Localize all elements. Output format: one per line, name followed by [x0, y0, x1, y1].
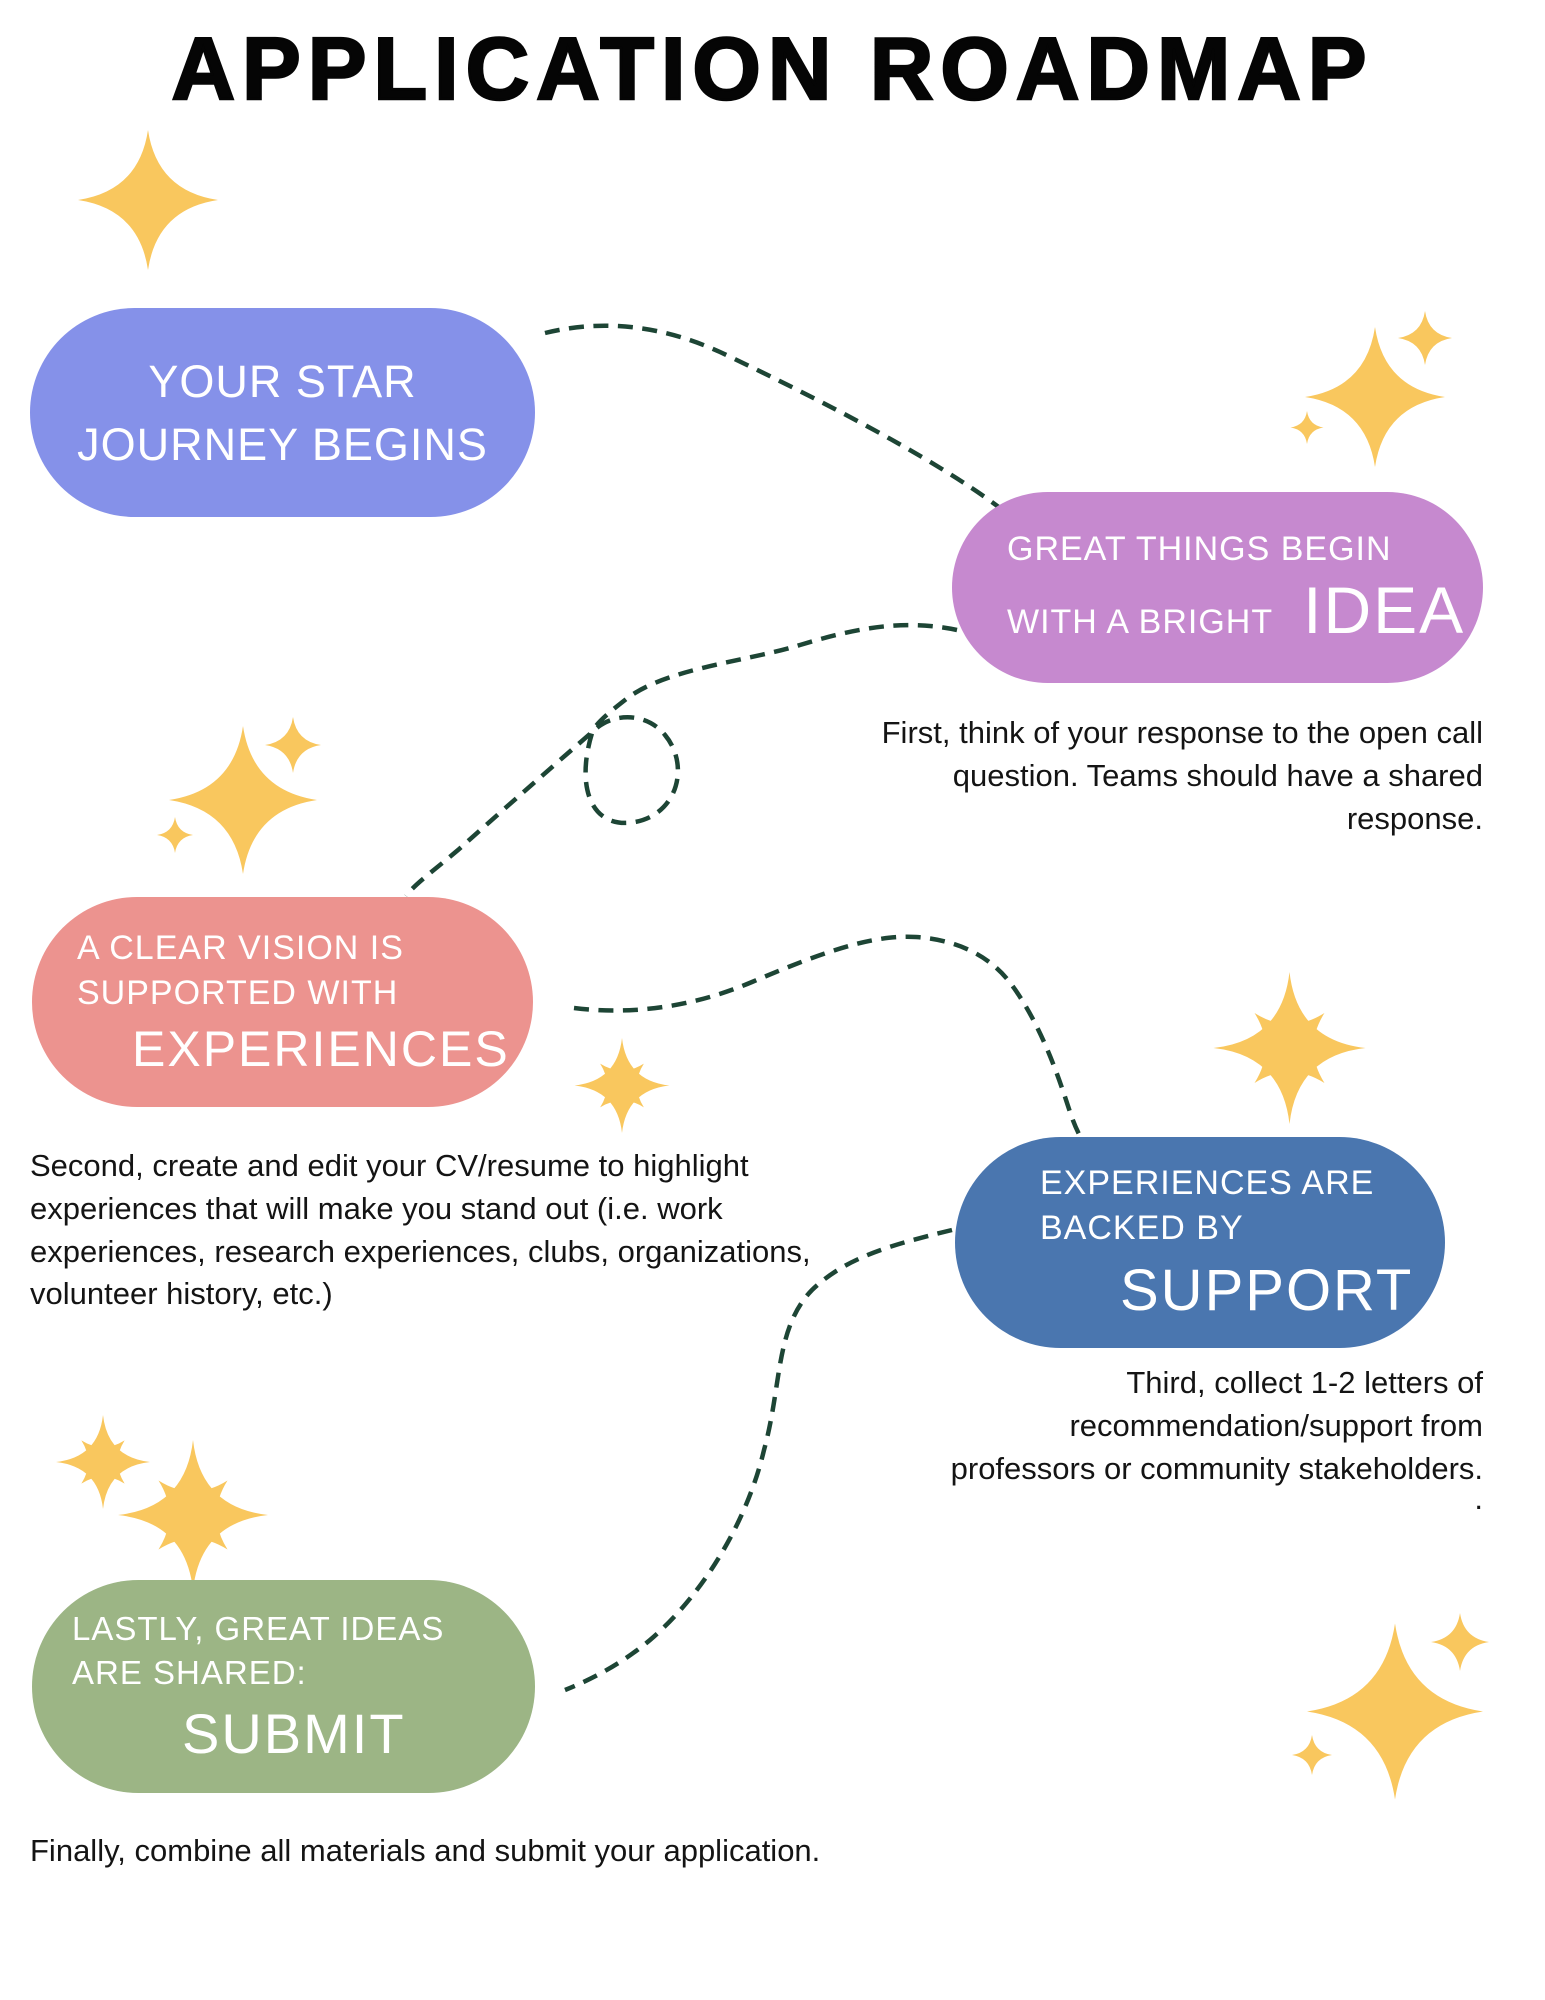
step-bubble-idea-keyword: IDEA [1303, 572, 1466, 647]
step-bubble-support: EXPERIENCES ARE BACKED BY SUPPORT [955, 1137, 1445, 1348]
step-bubble-support-line2: BACKED BY [1040, 1209, 1244, 1247]
step-bubble-idea-line2: WITH A BRIGHT [1007, 602, 1274, 641]
step-bubble-support-line1: EXPERIENCES ARE [1040, 1164, 1375, 1203]
step-bubble-support-keyword: SUPPORT [1120, 1257, 1414, 1323]
starburst-icon [118, 1438, 268, 1592]
step-bubble-experiences-keyword: EXPERIENCES [132, 1020, 510, 1077]
sparkle-icon [157, 817, 193, 853]
sparkle-icon [1287, 411, 1327, 444]
step-description-experiences: Second, create and edit your CV/resume t… [30, 1148, 811, 1312]
step-bubble-submit-keyword: SUBMIT [182, 1701, 406, 1765]
step-bubble-submit: LASTLY, GREAT IDEAS ARE SHARED: SUBMIT [32, 1580, 535, 1793]
step-description-support-suffix: . [1474, 1481, 1483, 1516]
sparkle-icon [1396, 311, 1454, 365]
sparkle-icon [1429, 1613, 1491, 1671]
sparkle-icon [265, 717, 321, 773]
step-bubble-experiences-line1: A CLEAR VISION IS [77, 929, 404, 968]
step-bubble-submit-line1: LASTLY, GREAT IDEAS [72, 1610, 445, 1648]
sparkle-icon [78, 112, 218, 288]
step-bubble-submit-line2: ARE SHARED: [72, 1654, 307, 1691]
connector-journey-to-idea [544, 323, 1002, 510]
step-bubble-idea: GREAT THINGS BEGIN WITH A BRIGHT IDEA [952, 492, 1483, 683]
starburst-icon [573, 1038, 671, 1133]
step-bubble-journey-line2: JOURNEY BEGINS [77, 418, 488, 470]
step-description-submit: Finally, combine all materials and submi… [30, 1833, 821, 1868]
sparkle-icon [1290, 1735, 1334, 1775]
step-description-idea: First, think of your response to the ope… [881, 715, 1483, 836]
step-bubble-idea-line1: GREAT THINGS BEGIN [1007, 530, 1392, 569]
starburst-icon [1212, 972, 1367, 1124]
step-bubble-experiences-line2: SUPPORTED WITH [77, 974, 399, 1012]
page-title: APPLICATION ROADMAP [170, 18, 1374, 120]
step-bubble-journey-line1: YOUR STAR [148, 355, 417, 407]
step-bubble-experiences: A CLEAR VISION IS SUPPORTED WITH EXPERIE… [32, 897, 533, 1107]
step-description-support: Third, collect 1-2 letters of recommenda… [950, 1365, 1483, 1486]
step-bubble-journey: YOUR STAR JOURNEY BEGINS [30, 308, 535, 517]
